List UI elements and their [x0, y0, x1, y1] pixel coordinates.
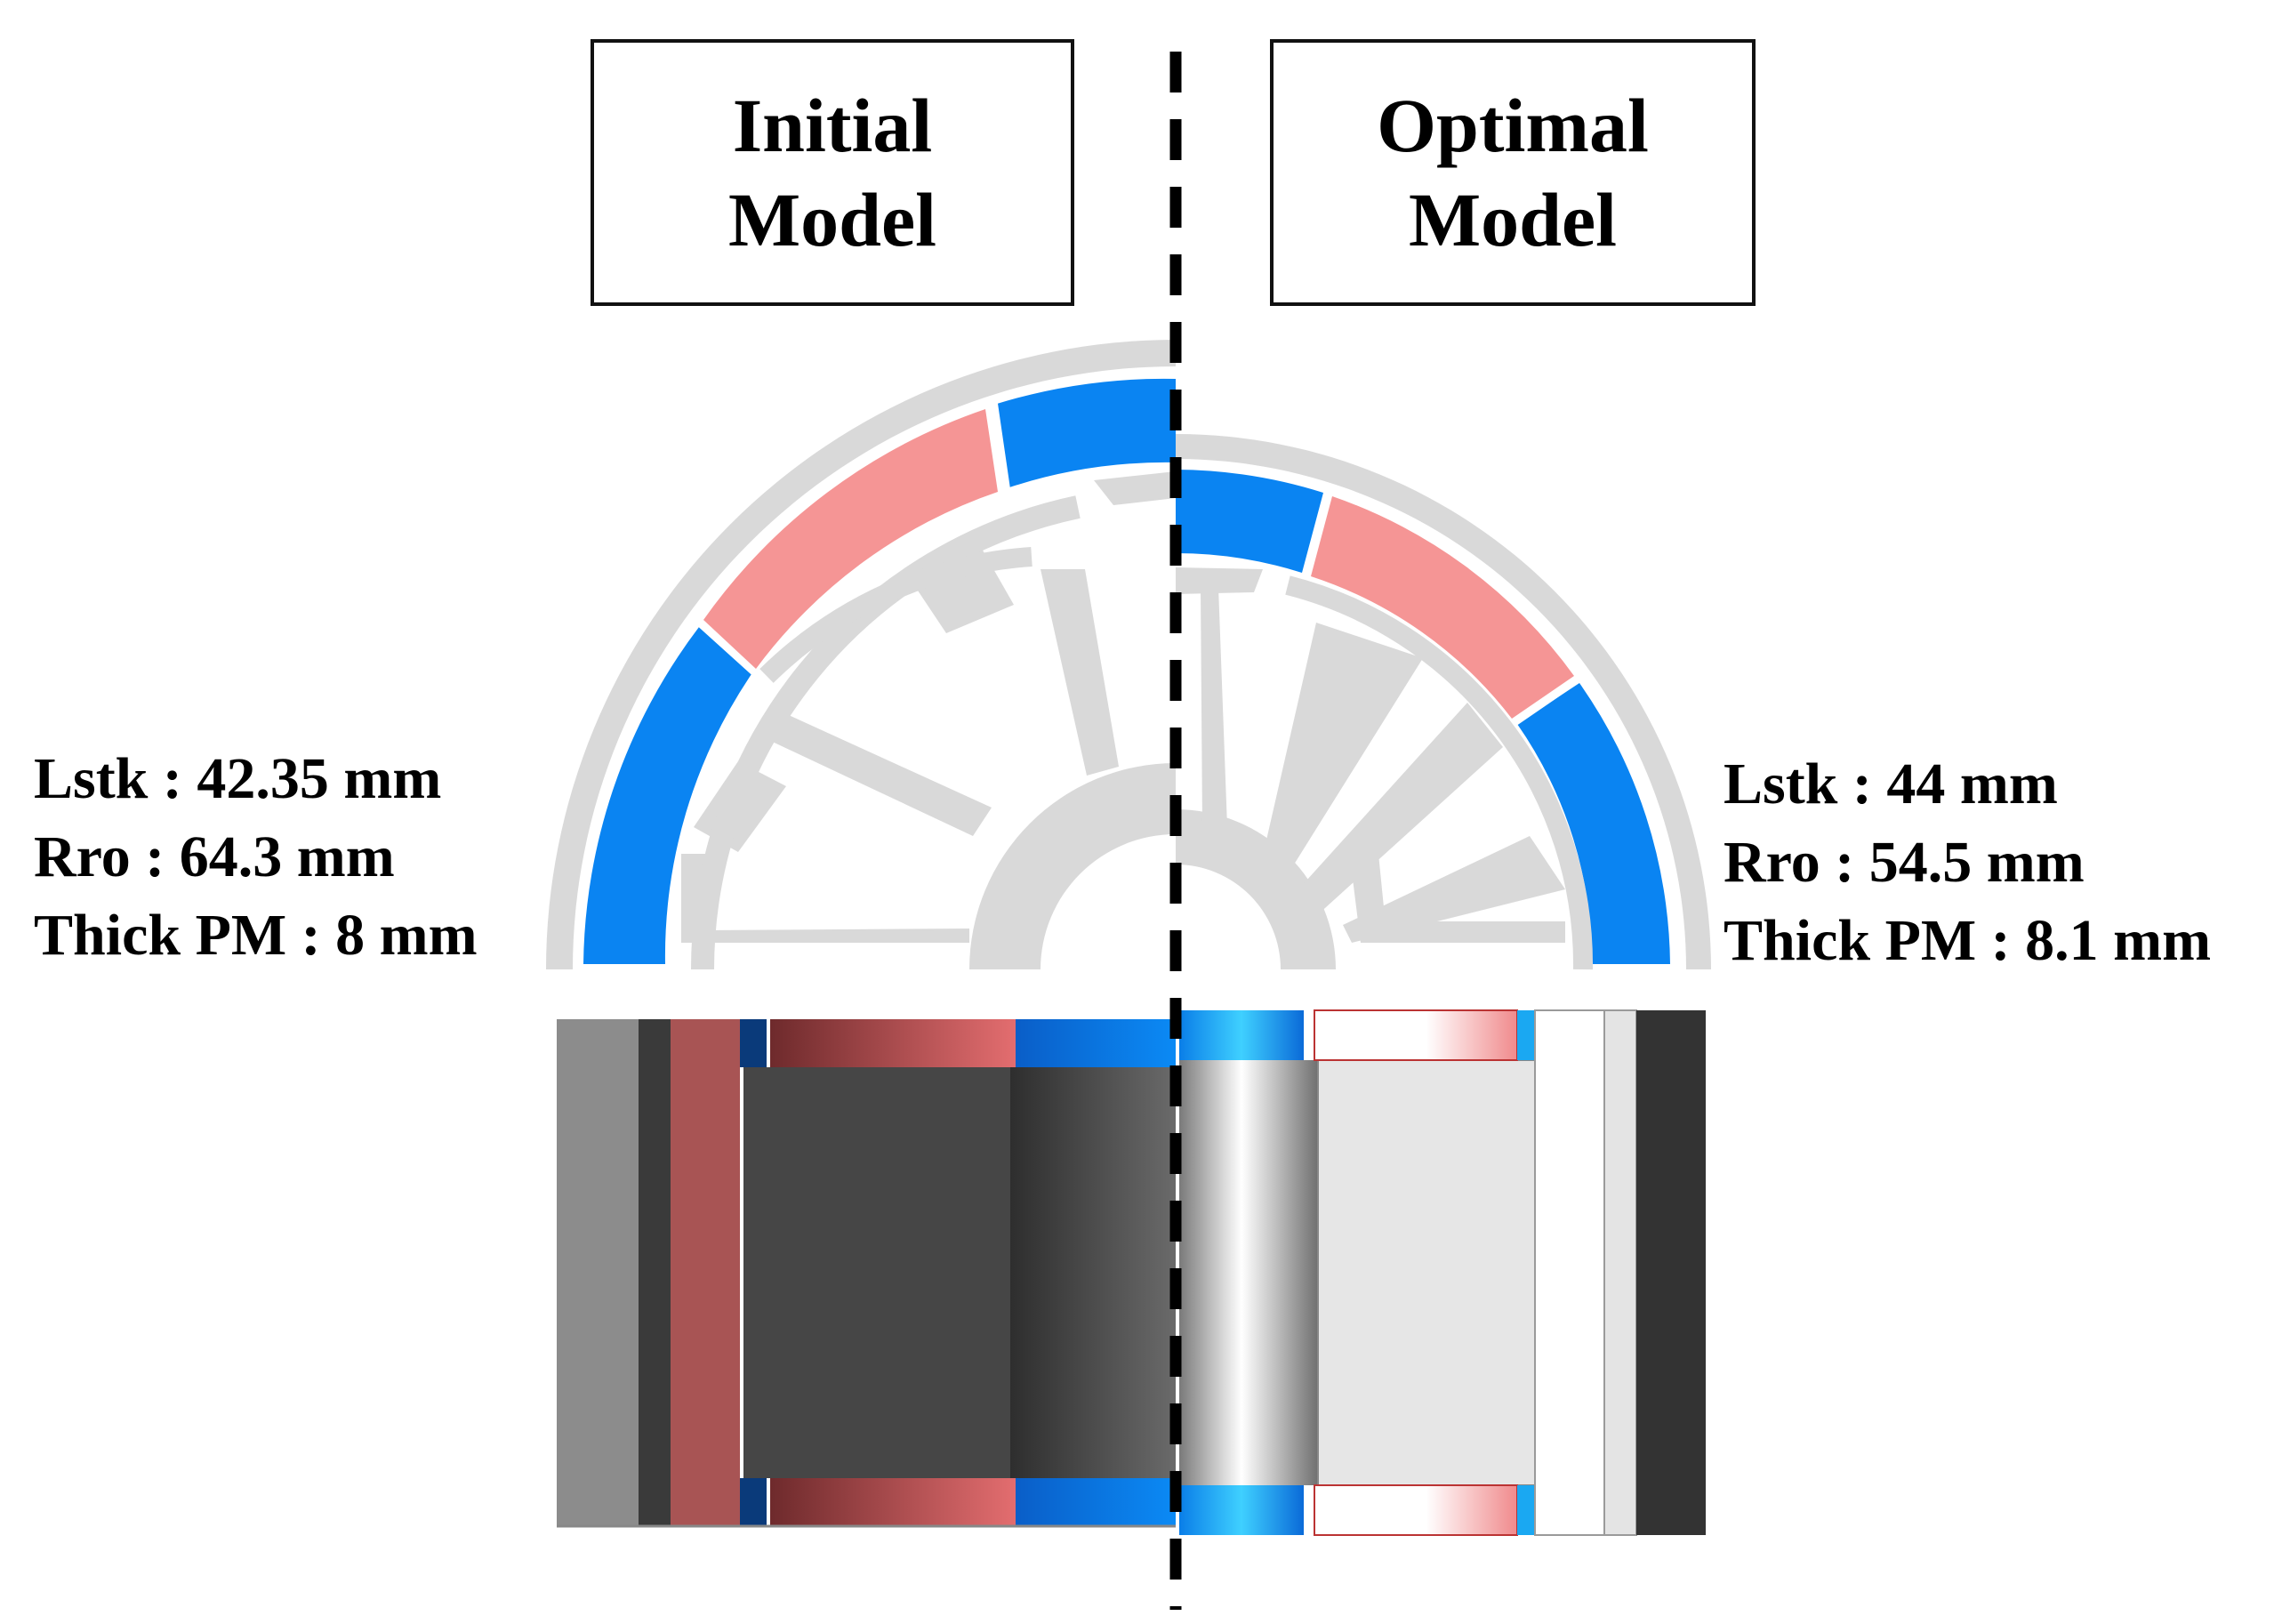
- optimal-tooth: [1201, 587, 1227, 827]
- optimal-side-silver-cylinder: [1179, 1060, 1318, 1485]
- initial-tooth: [703, 929, 969, 943]
- optimal-side-cyan-top: [1179, 1010, 1304, 1060]
- initial-tooth: [1041, 569, 1119, 776]
- initial-side-navy-top: [740, 1019, 767, 1067]
- optimal-cross-section: [1176, 434, 1711, 970]
- initial-model-title: Initial Model: [591, 39, 1074, 306]
- optimal-side-cyan-bottom: [1179, 1485, 1304, 1535]
- optimal-magnet-blue-right: [1517, 683, 1670, 964]
- optimal-tooth: [1176, 567, 1263, 594]
- initial-stator-outer: [691, 495, 1081, 970]
- optimal-side-pink-top: [1314, 1009, 1518, 1061]
- initial-magnet-red: [703, 409, 998, 669]
- optimal-side-cyan-strip-bottom: [1517, 1485, 1537, 1535]
- optimal-side-cyan-strip-top: [1517, 1010, 1537, 1060]
- initial-magnet-gap: [696, 620, 757, 675]
- optimal-model-title: Optimal Model: [1270, 39, 1756, 306]
- optimal-side-pink-bottom: [1314, 1484, 1518, 1536]
- initial-cross-section: [546, 340, 1176, 970]
- initial-side-blue-bottom: [1016, 1478, 1176, 1526]
- initial-title-line1: Initial: [732, 83, 933, 168]
- initial-side-navy-bottom: [740, 1478, 767, 1526]
- initial-side-redgrad-top: [770, 1019, 1016, 1067]
- optimal-tooth: [1370, 921, 1565, 943]
- initial-side-shaft: [1010, 1067, 1176, 1478]
- optimal-magnet-blue-top: [1176, 470, 1323, 573]
- initial-tooth: [765, 712, 992, 836]
- optimal-side-core: [1317, 1059, 1536, 1486]
- optimal-stator-arc: [1285, 575, 1594, 970]
- initial-stator-yoke: [969, 763, 1176, 969]
- initial-specs: Lstk : 42.35 mm Rro : 64.3 mm Thick PM :…: [34, 740, 478, 975]
- optimal-side-light-band: [1603, 1009, 1637, 1536]
- optimal-tooth: [1298, 703, 1503, 916]
- initial-side-redgrad-bottom: [770, 1478, 1016, 1526]
- optimal-tooth: [1343, 836, 1565, 943]
- initial-side-outer-gray: [557, 1019, 639, 1526]
- initial-tooth: [1094, 471, 1176, 505]
- optimal-tooth: [1352, 854, 1387, 943]
- initial-lstk: Lstk : 42.35 mm: [34, 746, 442, 811]
- initial-side-blue-top: [1016, 1019, 1176, 1067]
- initial-side-dark-band: [639, 1019, 671, 1526]
- optimal-magnet-gap: [1513, 676, 1580, 726]
- optimal-magnet-gap: [1302, 493, 1331, 576]
- initial-magnet-blue-left: [583, 627, 751, 964]
- initial-title-line2: Model: [727, 177, 937, 262]
- optimal-rro: Rro : 54.5 mm: [1724, 830, 2085, 895]
- optimal-lstk: Lstk : 44 mm: [1724, 752, 2058, 816]
- initial-side-core: [743, 1067, 1010, 1478]
- initial-side-red-band: [671, 1019, 740, 1526]
- initial-rro: Rro : 64.3 mm: [34, 824, 395, 889]
- initial-magnet-gap: [991, 403, 1010, 490]
- optimal-magnet-red: [1311, 496, 1574, 719]
- optimal-stator-yoke: [1176, 809, 1336, 969]
- optimal-specs: Lstk : 44 mm Rro : 54.5 mm Thick PM : 8.…: [1724, 745, 2211, 980]
- optimal-title-line1: Optimal: [1377, 83, 1649, 168]
- initial-stator-arc: [759, 547, 1033, 683]
- optimal-side-white-band: [1534, 1009, 1605, 1536]
- optimal-tooth: [1263, 623, 1423, 872]
- optimal-title-line2: Model: [1408, 177, 1618, 262]
- optimal-side-dark-band: [1636, 1010, 1706, 1535]
- initial-magnet-blue-top: [997, 378, 1176, 487]
- optimal-thick-pm: Thick PM : 8.1 mm: [1724, 908, 2212, 973]
- initial-thick-pm: Thick PM : 8 mm: [34, 903, 478, 968]
